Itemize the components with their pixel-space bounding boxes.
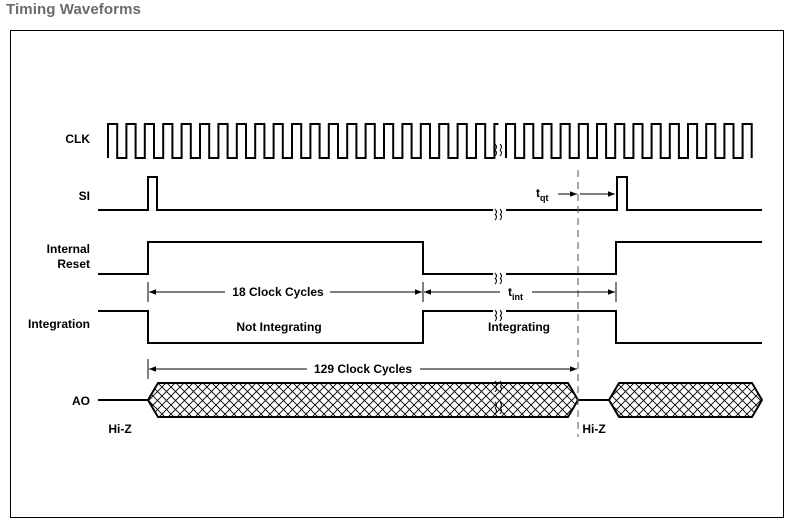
ao-data-region-1 (146, 382, 580, 418)
clk-waveform-right (505, 123, 753, 159)
clk-label: CLK (65, 132, 90, 146)
hiz-label-right: Hi-Z (582, 422, 605, 436)
clk-waveform-left (107, 123, 499, 159)
internal-reset-label-line1: Internal (47, 242, 90, 256)
not-integrating-label: Not Integrating (236, 320, 321, 334)
internal-reset-waveform-left (98, 241, 493, 275)
hiz-label-left: Hi-Z (108, 422, 131, 436)
timing-tick-marks (147, 282, 617, 379)
si-waveform-left (98, 176, 493, 211)
ao-data-region-2 (607, 382, 764, 418)
integration-waveform-right (506, 310, 762, 344)
break-marks (494, 143, 502, 415)
internal-reset-waveform-right (506, 241, 762, 275)
si-label: SI (79, 189, 90, 203)
internal-reset-label-line2: Reset (57, 257, 90, 271)
si-waveform-right (506, 176, 762, 211)
integrating-label: Integrating (488, 320, 550, 334)
label-129-clock-cycles: 129 Clock Cycles (314, 362, 412, 376)
integration-waveform-left (98, 310, 493, 344)
label-tqt: tqt (536, 186, 549, 203)
integration-label: Integration (28, 317, 90, 331)
label-18-clock-cycles: 18 Clock Cycles (232, 285, 324, 299)
ao-label: AO (72, 394, 90, 408)
page-title: Timing Waveforms (6, 1, 141, 18)
label-tint: tint (508, 285, 523, 302)
